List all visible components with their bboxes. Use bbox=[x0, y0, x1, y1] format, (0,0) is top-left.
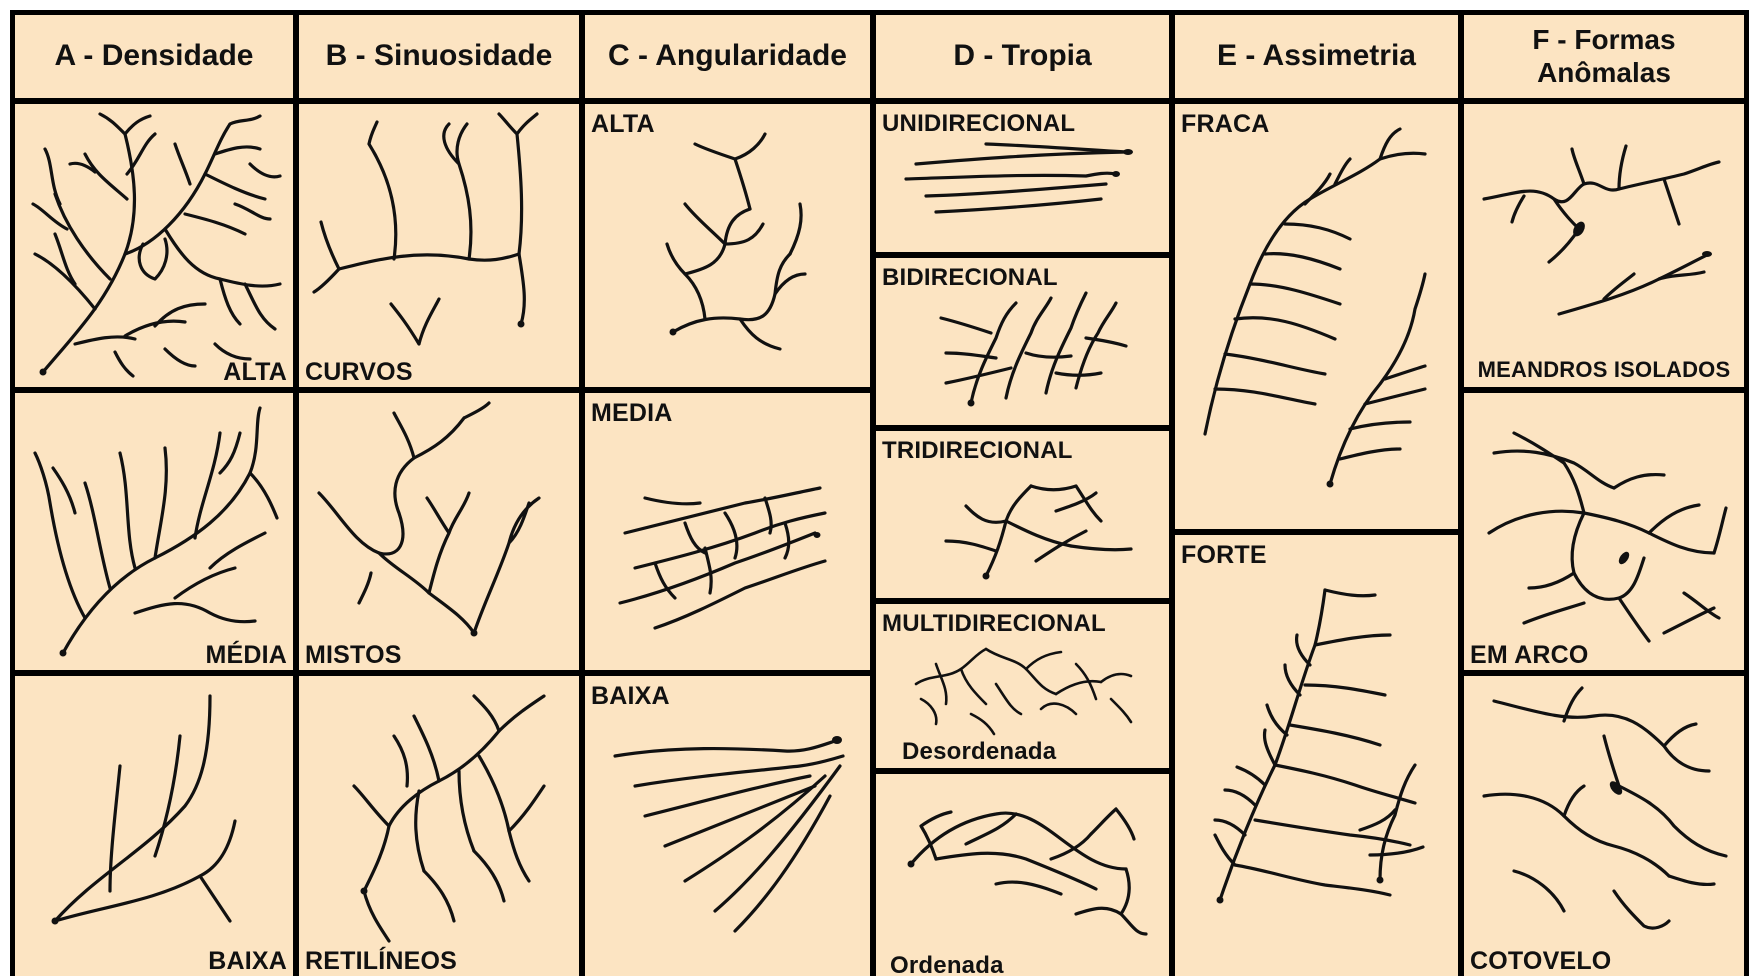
header-assimetria: E - Assimetria bbox=[1175, 15, 1458, 98]
drainage-straight-sketch bbox=[299, 676, 579, 976]
drainage-weak-asymmetry-sketch bbox=[1175, 104, 1458, 529]
label-tropia-multidirecional: MULTIDIRECIONAL bbox=[882, 610, 1106, 638]
label-angularidade-baixa: BAIXA bbox=[591, 682, 670, 711]
panel-formas-meandros: MEANDROS ISOLADOS bbox=[1464, 104, 1744, 387]
panel-formas-em-arco: EM ARCO bbox=[1464, 393, 1744, 670]
drainage-isolated-meanders-sketch bbox=[1464, 104, 1744, 387]
panel-formas-cotovelo: COTOVELO bbox=[1464, 676, 1744, 976]
drainage-low-sketch bbox=[15, 676, 293, 976]
header-densidade-text: A - Densidade bbox=[55, 39, 254, 74]
header-formas-line1: F - Formas bbox=[1532, 24, 1675, 56]
label-formas-em-arco: EM ARCO bbox=[1470, 641, 1589, 670]
panel-sinuosidade-mistos: MISTOS bbox=[299, 393, 579, 670]
header-sinuosidade-text: B - Sinuosidade bbox=[326, 39, 553, 74]
header-angularidade: C - Angularidade bbox=[585, 15, 870, 98]
header-assimetria-text: E - Assimetria bbox=[1217, 39, 1416, 74]
label-sinuosidade-retilineos: RETILÍNEOS bbox=[305, 947, 457, 976]
label-assimetria-fraca: FRACA bbox=[1181, 110, 1270, 139]
panel-tropia-ordenada: Ordenada bbox=[876, 774, 1169, 976]
panel-sinuosidade-retilineos: RETILÍNEOS bbox=[299, 676, 579, 976]
label-tropia-bidirecional: BIDIRECIONAL bbox=[882, 264, 1058, 292]
label-angularidade-alta: ALTA bbox=[591, 110, 655, 139]
label-angularidade-media: MEDIA bbox=[591, 399, 673, 428]
panel-densidade-alta: ALTA bbox=[15, 104, 293, 387]
label-assimetria-forte: FORTE bbox=[1181, 541, 1267, 570]
drainage-elbow-sketch bbox=[1464, 676, 1744, 976]
panel-angularidade-media: MEDIA bbox=[585, 393, 870, 670]
drainage-medium-sketch bbox=[15, 393, 293, 670]
drainage-angular-high-sketch bbox=[585, 104, 870, 387]
drainage-angular-medium-sketch bbox=[585, 393, 870, 670]
label-sinuosidade-curvos: CURVOS bbox=[305, 358, 413, 387]
label-densidade-baixa: BAIXA bbox=[208, 947, 287, 976]
panel-angularidade-baixa: BAIXA bbox=[585, 676, 870, 976]
header-tropia-text: D - Tropia bbox=[953, 39, 1091, 74]
panel-sinuosidade-curvos: CURVOS bbox=[299, 104, 579, 387]
label-sinuosidade-mistos: MISTOS bbox=[305, 641, 402, 670]
panel-tropia-tridirecional: TRIDIRECIONAL bbox=[876, 431, 1169, 598]
label-densidade-media: MÉDIA bbox=[205, 641, 287, 670]
label-formas-meandros: MEANDROS ISOLADOS bbox=[1464, 357, 1744, 383]
drainage-arc-sketch bbox=[1464, 393, 1744, 670]
drainage-angular-low-sketch bbox=[585, 676, 870, 976]
header-formas-line2: Anômalas bbox=[1537, 57, 1671, 89]
panel-angularidade-alta: ALTA bbox=[585, 104, 870, 387]
diagram-frame: A - Densidade B - Sinuosidade C - Angula… bbox=[10, 10, 1749, 976]
label-formas-cotovelo: COTOVELO bbox=[1470, 947, 1611, 976]
panel-tropia-multidirecional: MULTIDIRECIONAL Desordenada bbox=[876, 604, 1169, 768]
panel-assimetria-fraca: FRACA bbox=[1175, 104, 1458, 529]
panel-densidade-baixa: BAIXA bbox=[15, 676, 293, 976]
drainage-curved-sketch bbox=[299, 104, 579, 387]
drainage-mixed-sketch bbox=[299, 393, 579, 670]
label-tropia-unidirecional: UNIDIRECIONAL bbox=[882, 110, 1075, 138]
header-sinuosidade: B - Sinuosidade bbox=[299, 15, 579, 98]
label-tropia-desordenada: Desordenada bbox=[902, 738, 1056, 766]
drainage-dense-sketch bbox=[15, 104, 293, 387]
drainage-ordered-sketch bbox=[876, 774, 1169, 976]
panel-tropia-unidirecional: UNIDIRECIONAL bbox=[876, 104, 1169, 252]
panel-assimetria-forte: FORTE bbox=[1175, 535, 1458, 976]
header-angularidade-text: C - Angularidade bbox=[608, 39, 847, 74]
panel-densidade-media: MÉDIA bbox=[15, 393, 293, 670]
drainage-strong-asymmetry-sketch bbox=[1175, 535, 1458, 976]
label-tropia-tridirecional: TRIDIRECIONAL bbox=[882, 437, 1073, 465]
header-formas-anomalas: F - Formas Anômalas bbox=[1464, 15, 1744, 98]
header-densidade: A - Densidade bbox=[15, 15, 293, 98]
header-tropia: D - Tropia bbox=[876, 15, 1169, 98]
panel-tropia-bidirecional: BIDIRECIONAL bbox=[876, 258, 1169, 425]
label-densidade-alta: ALTA bbox=[223, 358, 287, 387]
